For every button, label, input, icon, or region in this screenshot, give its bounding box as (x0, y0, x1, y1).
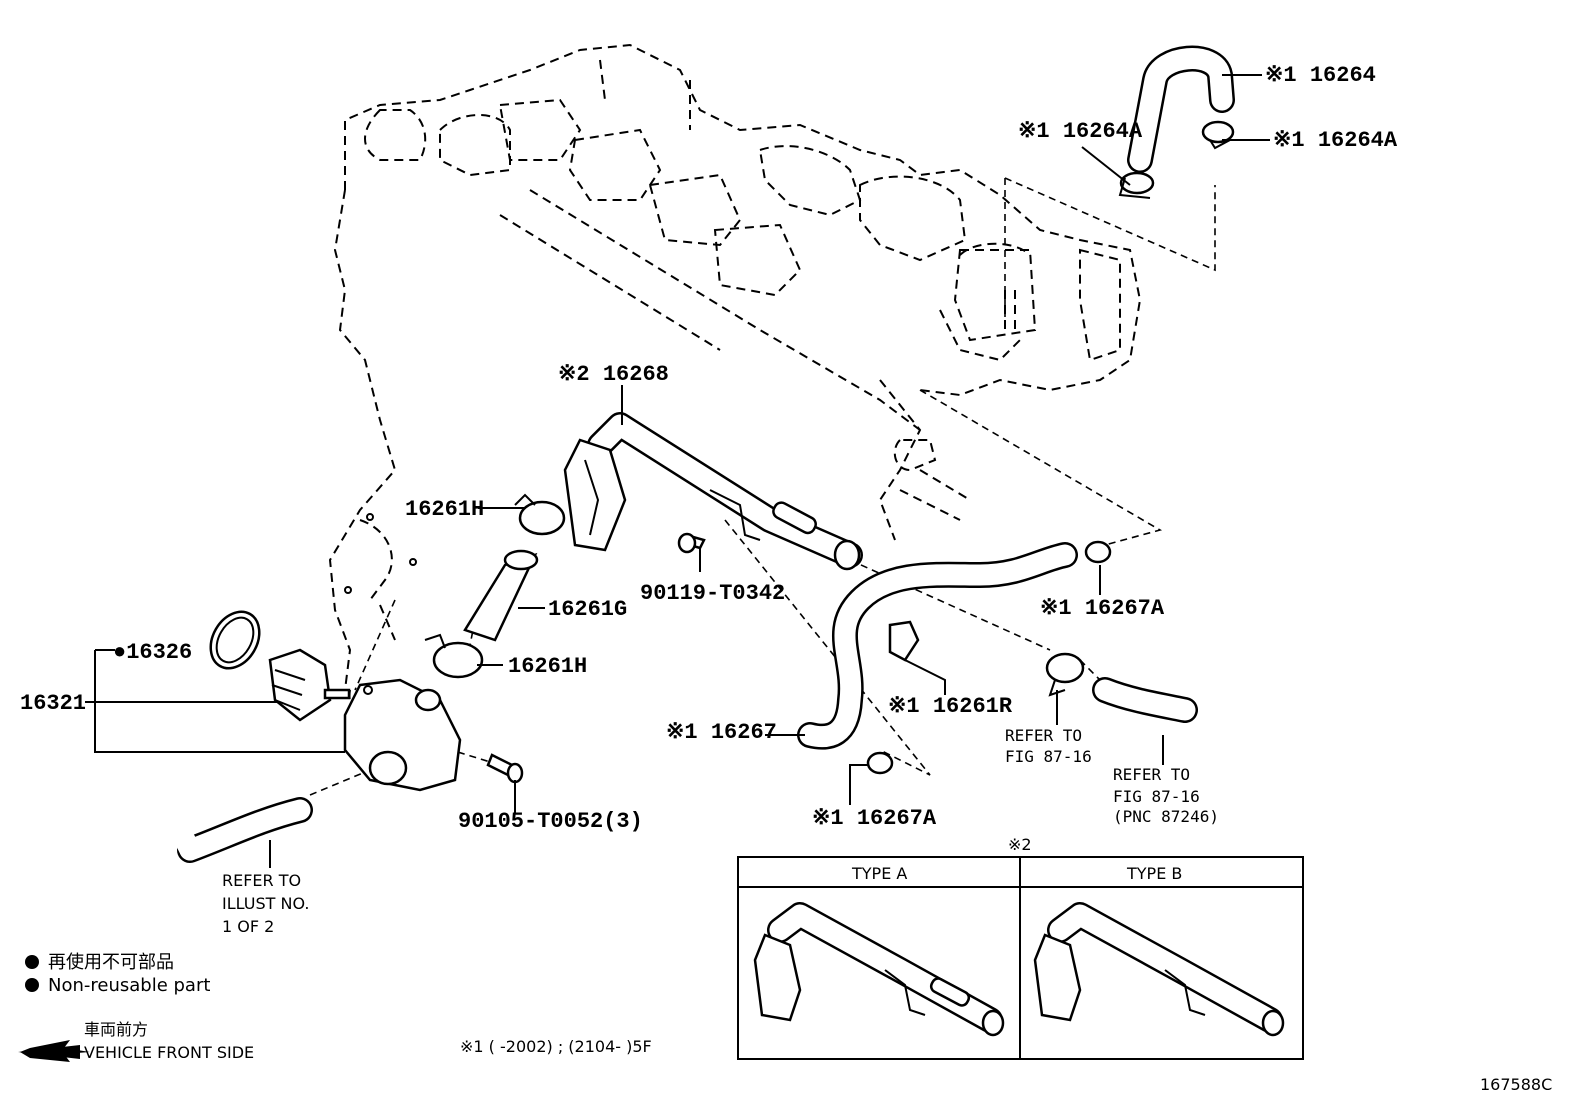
engine-outline (328, 43, 1142, 725)
diagram-id: 167588C (1480, 1075, 1552, 1094)
clamp-16267A-bottom (866, 751, 894, 775)
front-jp: 車両前方 (84, 1020, 148, 1039)
refer-note-illust: REFER TO ILLUST NO. 1 OF 2 (222, 871, 309, 936)
clamp-16264A-left (1118, 171, 1155, 199)
inset-mark: ※2 (1008, 835, 1032, 854)
legend-jp: 再使用不可部品 (48, 952, 174, 973)
label-16261G: 16261G (548, 597, 627, 622)
hose-refer-right (1092, 677, 1198, 723)
svg-text:REFER TO: REFER TO (1113, 765, 1190, 784)
label-16267: ※1 16267 (666, 720, 777, 745)
type-b-pipe (1033, 902, 1285, 1037)
gasket-16326 (209, 610, 261, 670)
inset-type-a: TYPE A (851, 864, 907, 883)
label-16267A-right: ※1 16267A (1040, 596, 1165, 621)
clamp-refer (1045, 652, 1085, 697)
hose-16261G (463, 549, 539, 642)
svg-text:(PNC 87246): (PNC 87246) (1113, 807, 1219, 826)
footnote: ※1 ( -2002) ; (2104- )5F (460, 1037, 652, 1056)
type-inset: ※2 TYPE A TYPE B (737, 835, 1304, 1060)
label-16264A-left: ※1 16264A (1018, 119, 1143, 144)
assembly-lines (309, 177, 1216, 796)
refer-note-fig87-1: REFER TO FIG 87-16 (1005, 726, 1092, 766)
type-a-pipe (753, 902, 1005, 1037)
clamp-16264A-right (1201, 120, 1235, 150)
front-en: VEHICLE FRONT SIDE (84, 1043, 254, 1062)
label-16267A-bottom: ※1 16267A (812, 806, 937, 831)
water-inlet-housing (343, 678, 462, 792)
hose-16264 (1127, 45, 1235, 173)
bolt-90105 (486, 753, 524, 784)
bolt-90119 (677, 532, 706, 554)
svg-text:FIG 87-16: FIG 87-16 (1113, 787, 1200, 806)
clip-16261R (888, 620, 920, 662)
label-16264: ※1 16264 (1265, 63, 1376, 88)
clamp-16261H-top (514, 493, 566, 536)
clamp-16261H-bottom (424, 633, 484, 679)
thermostat-16321 (268, 648, 351, 722)
svg-text:REFER TO: REFER TO (222, 871, 301, 890)
non-reusable-bullet-icon (25, 955, 39, 969)
label-16261R: ※1 16261R (888, 694, 1013, 719)
svg-text:FIG 87-16: FIG 87-16 (1005, 747, 1092, 766)
label-16264A-right: ※1 16264A (1273, 128, 1398, 153)
label-16326: ●16326 (113, 640, 192, 665)
svg-text:REFER TO: REFER TO (1005, 726, 1082, 745)
label-16268: ※2 16268 (558, 362, 669, 387)
svg-text:1 OF 2: 1 OF 2 (222, 917, 274, 936)
refer-note-fig87-2: REFER TO FIG 87-16 (PNC 87246) (1113, 765, 1219, 826)
hose-lower-left (174, 797, 313, 863)
label-90119: 90119-T0342 (640, 581, 785, 606)
label-16261H-top: 16261H (405, 497, 484, 522)
legend-en: Non-reusable part (48, 975, 210, 996)
label-90105: 90105-T0052(3) (458, 809, 643, 834)
clamp-16267A-right (1084, 540, 1112, 564)
pipe-16268 (563, 412, 863, 571)
svg-text:ILLUST NO.: ILLUST NO. (222, 894, 309, 913)
leader-lines (85, 74, 1270, 868)
label-16321: 16321 (20, 691, 86, 716)
legend: 再使用不可部品 Non-reusable part 車両前方 VEHICLE F… (18, 952, 254, 1062)
hose-16267 (797, 542, 1078, 750)
label-16261H-bottom: 16261H (508, 654, 587, 679)
inset-type-b: TYPE B (1126, 864, 1182, 883)
